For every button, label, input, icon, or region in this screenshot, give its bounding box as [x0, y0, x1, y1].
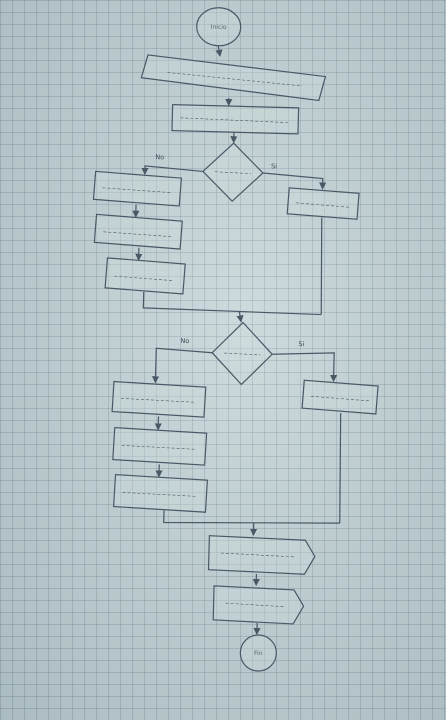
decision-1-no-branch — [141, 165, 203, 176]
process-box-3 — [93, 213, 183, 250]
process-4-scribble — [114, 275, 175, 281]
process-box-8 — [112, 473, 209, 513]
process-1-scribble — [180, 117, 289, 123]
decision-1-no-label: No — [155, 153, 164, 161]
process-box-2 — [92, 170, 183, 207]
decision-1-scribble — [214, 171, 251, 174]
input-scribble — [167, 72, 303, 87]
decision-2-no-label: No — [180, 337, 189, 345]
process-box-1 — [171, 103, 300, 135]
arrow-start-input — [215, 45, 223, 57]
process-box-4 — [104, 257, 186, 295]
input-box — [140, 54, 327, 102]
decision-2-yes-branch — [272, 352, 338, 383]
process-8-scribble — [122, 492, 197, 497]
output-box-2 — [212, 585, 305, 625]
merge-1-left — [142, 291, 322, 316]
process-2-scribble — [102, 187, 171, 193]
decision-2-diamond — [211, 321, 274, 386]
decision-1-yes-label: Si — [271, 162, 277, 170]
process-3-scribble — [103, 231, 172, 237]
merge-1-right — [320, 217, 323, 315]
end-terminal — [239, 634, 277, 672]
process-7-scribble — [121, 445, 196, 450]
process-box-5 — [286, 187, 360, 220]
process-box-6 — [111, 380, 207, 418]
merge-2-left — [163, 510, 340, 524]
decision-2-yes-label: Si — [298, 340, 304, 348]
process-6-scribble — [120, 398, 195, 403]
decision-2-no-branch — [151, 347, 213, 384]
start-label: Inicio — [211, 24, 227, 31]
decision-2-scribble — [224, 352, 261, 356]
process-5-scribble — [296, 202, 351, 208]
process-box-7 — [112, 426, 208, 466]
process-box-9 — [301, 379, 379, 415]
decision-1-diamond — [202, 142, 264, 203]
decision-1-yes-branch — [262, 172, 327, 190]
end-label: Fin — [254, 650, 263, 657]
arrow-merge1-decision2 — [236, 311, 244, 323]
merge-2-right — [339, 413, 342, 524]
output-1-scribble — [220, 552, 295, 558]
